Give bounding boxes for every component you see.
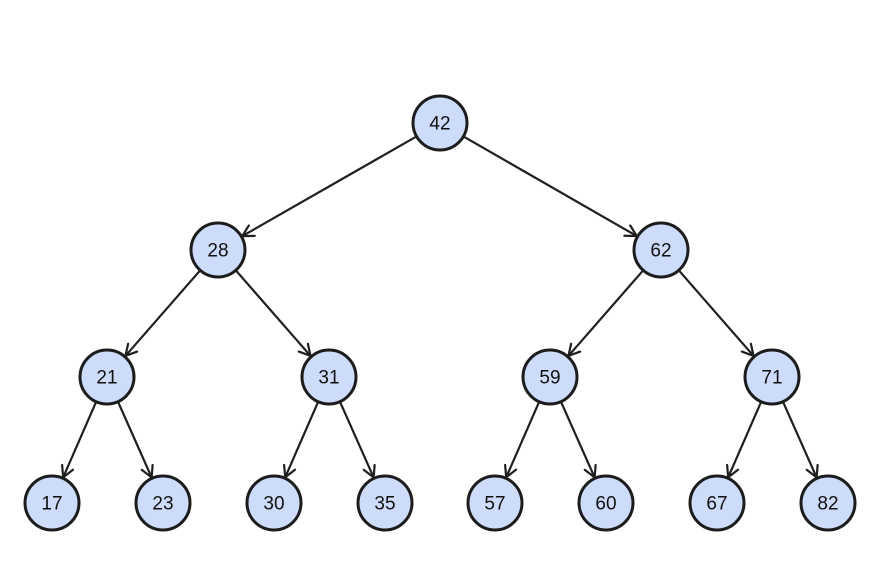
node-circle bbox=[466, 474, 524, 532]
node-circle bbox=[189, 221, 247, 279]
node-label: 60 bbox=[595, 494, 616, 515]
tree-node-31: 31 bbox=[300, 348, 358, 406]
node-label: 82 bbox=[817, 494, 838, 515]
node-label: 67 bbox=[706, 494, 727, 515]
tree-node-28: 28 bbox=[189, 221, 247, 279]
tree-node-62: 62 bbox=[632, 221, 690, 279]
tree-node-30: 30 bbox=[245, 474, 303, 532]
node-label: 28 bbox=[207, 241, 228, 262]
node-circle bbox=[799, 474, 857, 532]
node-label: 30 bbox=[263, 494, 284, 515]
tree-node-71: 71 bbox=[743, 348, 801, 406]
node-label: 62 bbox=[650, 241, 671, 262]
node-circle bbox=[521, 348, 579, 406]
edge-42-to-28 bbox=[242, 135, 418, 236]
edge-21-to-23 bbox=[116, 401, 152, 478]
edge-42-to-62 bbox=[462, 135, 636, 236]
node-label: 21 bbox=[96, 368, 117, 389]
edge-31-to-30 bbox=[285, 401, 320, 478]
node-label: 23 bbox=[152, 494, 173, 515]
edge-59-to-57 bbox=[506, 401, 541, 478]
tree-node-17: 17 bbox=[23, 474, 81, 532]
node-circle bbox=[300, 348, 358, 406]
node-label: 42 bbox=[429, 114, 450, 135]
node-label: 35 bbox=[374, 494, 395, 515]
tree-node-21: 21 bbox=[78, 348, 136, 406]
tree-node-67: 67 bbox=[688, 474, 746, 532]
nodes-layer: 42 28 62 21 31 59 71 17 23 30 35 57 60 67 82 bbox=[23, 94, 857, 532]
tree-node-60: 60 bbox=[577, 474, 635, 532]
tree-node-42: 42 bbox=[411, 94, 469, 152]
node-circle bbox=[411, 94, 469, 152]
node-label: 31 bbox=[318, 368, 339, 389]
node-label: 71 bbox=[761, 368, 782, 389]
node-label: 57 bbox=[484, 494, 505, 515]
node-circle bbox=[23, 474, 81, 532]
edge-59-to-60 bbox=[559, 401, 595, 478]
edge-31-to-35 bbox=[338, 401, 374, 478]
edge-71-to-82 bbox=[781, 401, 817, 478]
edge-62-to-71 bbox=[677, 269, 754, 356]
node-label: 59 bbox=[539, 368, 560, 389]
node-circle bbox=[632, 221, 690, 279]
node-circle bbox=[78, 348, 136, 406]
edge-28-to-21 bbox=[125, 269, 202, 356]
edge-62-to-59 bbox=[568, 269, 645, 356]
node-circle bbox=[688, 474, 746, 532]
node-label: 17 bbox=[41, 494, 62, 515]
node-circle bbox=[577, 474, 635, 532]
tree-node-57: 57 bbox=[466, 474, 524, 532]
tree-node-82: 82 bbox=[799, 474, 857, 532]
node-circle bbox=[245, 474, 303, 532]
edge-28-to-31 bbox=[234, 269, 311, 356]
edge-21-to-17 bbox=[63, 401, 98, 478]
tree-node-23: 23 bbox=[134, 474, 192, 532]
node-circle bbox=[743, 348, 801, 406]
edges-layer bbox=[63, 135, 817, 478]
tree-node-35: 35 bbox=[356, 474, 414, 532]
node-circle bbox=[356, 474, 414, 532]
edge-71-to-67 bbox=[728, 401, 763, 478]
tree-node-59: 59 bbox=[521, 348, 579, 406]
node-circle bbox=[134, 474, 192, 532]
